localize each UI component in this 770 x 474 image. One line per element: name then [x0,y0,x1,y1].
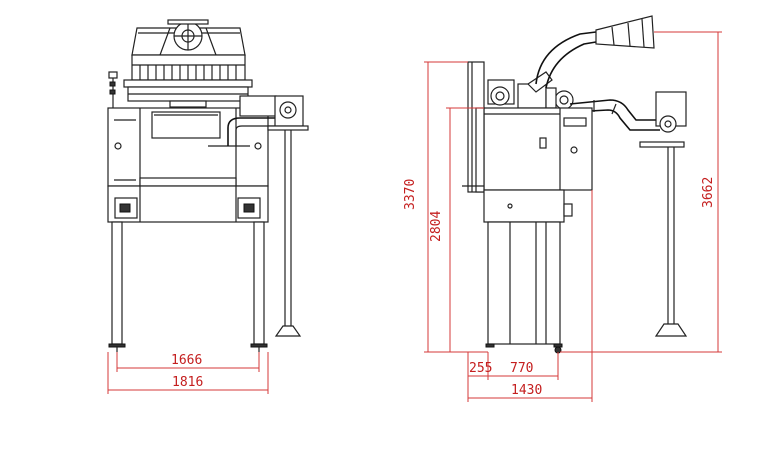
dimension-label-1666: 1666 [171,353,202,368]
side-base-section [483,189,573,223]
dimension-label-1430: 1430 [511,383,542,398]
front-dimension-1816: 1816 [107,352,269,394]
front-legs [108,221,268,352]
front-left-post [108,71,118,108]
side-lower-duct [569,99,660,131]
front-dimension-1666: 1666 [116,352,260,372]
front-right-duct-fan [227,95,309,337]
side-curved-pipe [535,15,655,89]
side-right-fan-unit [639,91,688,337]
dimension-label-770: 770 [510,361,533,376]
dimension-label-255: 255 [469,361,492,376]
front-top-fan-housing [131,19,246,56]
side-dimension-2804: 2804 [429,107,484,352]
side-dimension-3370: 3370 [403,61,488,353]
side-dimension-1430: 1430 [468,190,593,402]
side-main-body [462,107,593,193]
dimension-label-3370: 3370 [403,179,418,210]
front-view: 1666 1816 [107,19,309,394]
side-legs [485,221,563,354]
front-main-body [107,107,269,187]
side-view: 3370 2804 3662 255 770 1430 [403,15,722,402]
dimension-label-2804: 2804 [429,211,444,242]
side-dimension-3662: 3662 [560,31,722,353]
side-dimension-255-770: 255 770 [467,352,559,402]
front-base-frame [107,185,269,223]
dimension-label-1816: 1816 [172,375,203,390]
front-upper-cabinet [123,54,253,108]
dimension-label-3662: 3662 [701,177,716,208]
side-upper-mechanism [487,71,574,110]
